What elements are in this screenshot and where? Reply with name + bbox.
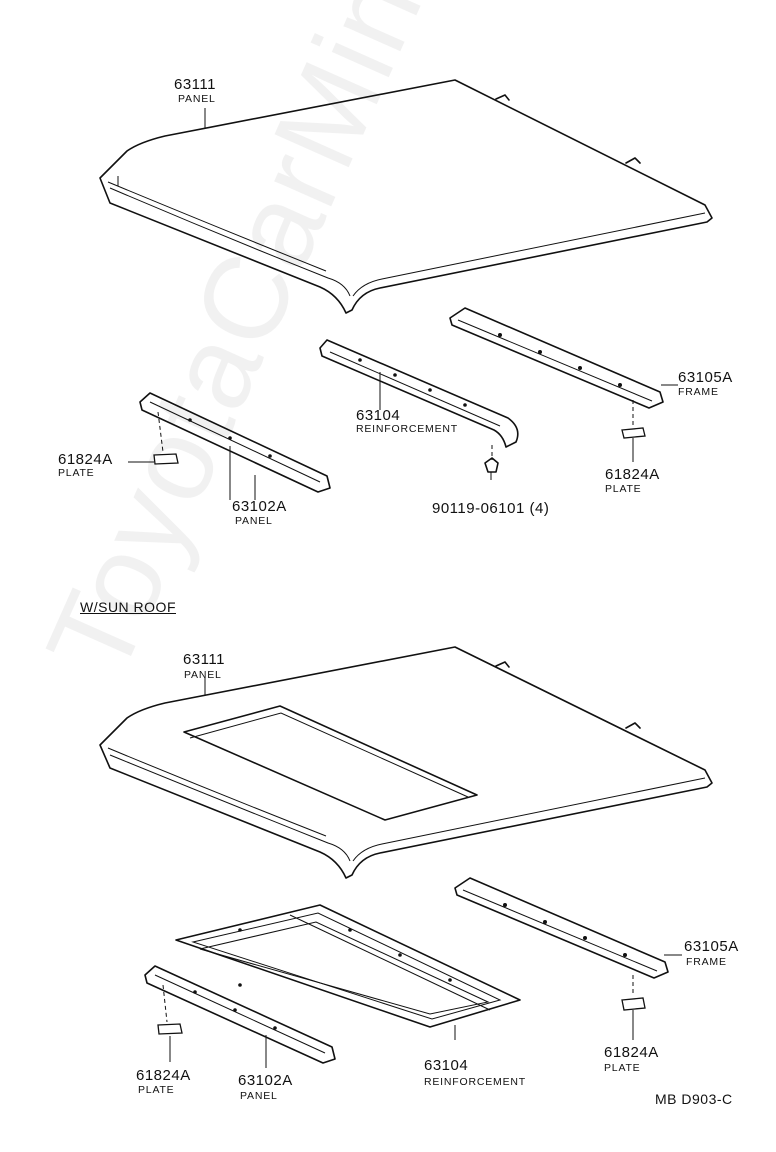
clip-quantity: (4) <box>529 500 550 517</box>
diagram-code: MB D903-C <box>655 1091 733 1107</box>
label-reinforcement-sunroof-name: REINFORCEMENT <box>424 1076 526 1088</box>
label-frame-top-number: 63105A <box>678 369 733 386</box>
label-front-panel-sunroof-name: PANEL <box>240 1090 278 1102</box>
label-plate-right-top-number: 61824A <box>605 466 660 483</box>
frame-top-drawing <box>449 307 664 462</box>
front-panel-sunroof-drawing <box>144 965 336 1068</box>
frame-sunroof-drawing <box>454 877 682 1040</box>
label-roof-panel-sunroof-number: 63111 <box>183 651 225 668</box>
label-frame-sunroof-number: 63105A <box>684 938 739 955</box>
roof-panel-top-drawing <box>99 79 713 314</box>
roof-panel-sunroof-drawing <box>99 646 713 879</box>
label-plate-right-sunroof-name: PLATE <box>604 1062 641 1074</box>
label-roof-panel-top-name: PANEL <box>178 93 216 105</box>
reinforcement-sunroof-drawing <box>175 904 521 1040</box>
section-title-sun-roof: W/SUN ROOF <box>80 599 176 615</box>
label-clip-part-number: 90119-06101 (4) <box>432 501 549 516</box>
label-frame-sunroof-name: FRAME <box>686 956 727 968</box>
reinforcement-top-drawing <box>319 339 519 480</box>
label-reinforcement-sunroof-number: 63104 <box>424 1057 469 1074</box>
label-reinforcement-top-name: REINFORCEMENT <box>356 423 458 435</box>
label-plate-left-sunroof-name: PLATE <box>138 1084 175 1096</box>
label-plate-left-top-number: 61824A <box>58 451 113 468</box>
label-reinforcement-top-number: 63104 <box>356 407 401 424</box>
label-front-panel-top-number: 63102A <box>232 498 287 515</box>
front-panel-top-drawing <box>139 392 331 500</box>
label-roof-panel-top-number: 63111 <box>174 76 216 93</box>
label-front-panel-top-name: PANEL <box>235 515 273 527</box>
label-plate-right-top-name: PLATE <box>605 483 642 495</box>
label-roof-panel-sunroof-name: PANEL <box>184 669 222 681</box>
label-plate-left-sunroof-number: 61824A <box>136 1067 191 1084</box>
label-front-panel-sunroof-number: 63102A <box>238 1072 293 1089</box>
clip-part-no: 90119-06101 <box>432 500 525 517</box>
label-plate-left-top-name: PLATE <box>58 467 95 479</box>
label-frame-top-name: FRAME <box>678 386 719 398</box>
label-plate-right-sunroof-number: 61824A <box>604 1044 659 1061</box>
